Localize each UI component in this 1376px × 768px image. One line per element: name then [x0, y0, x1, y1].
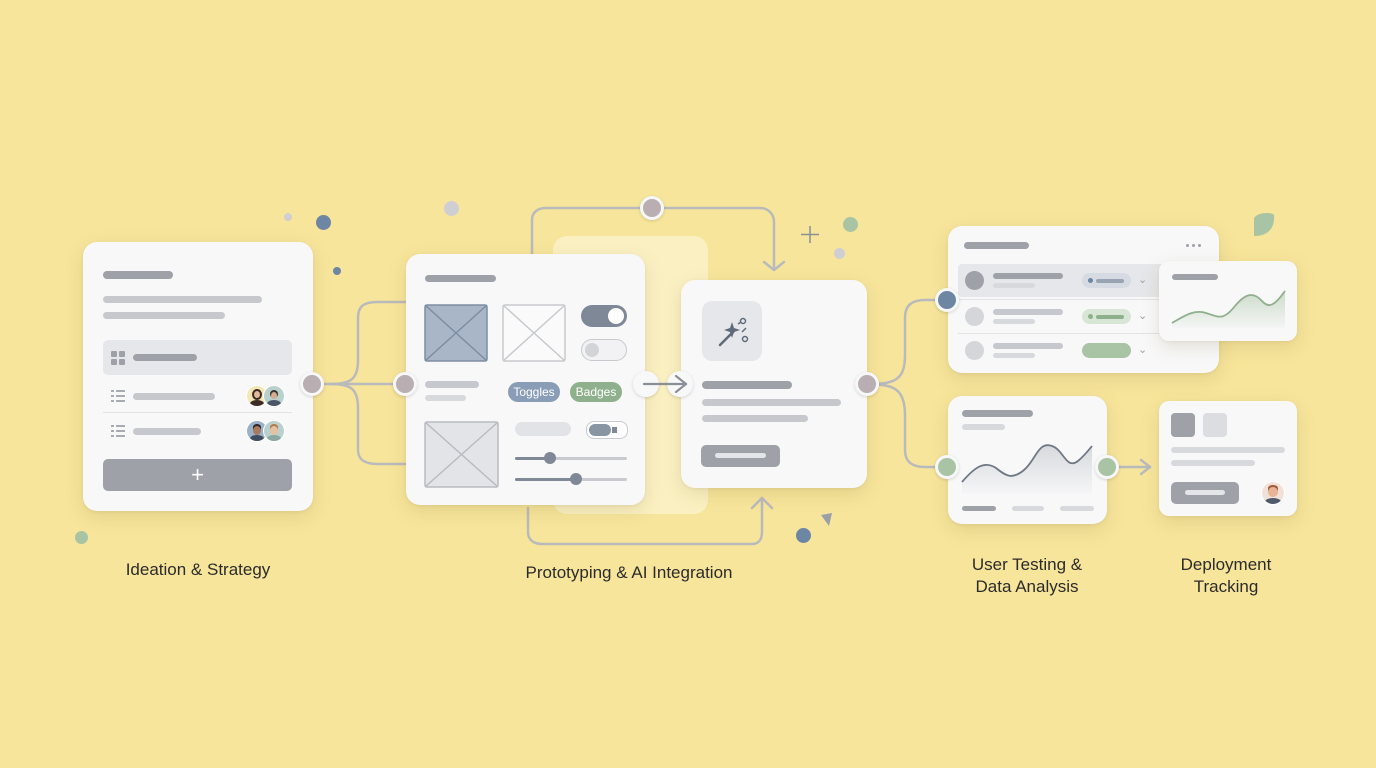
input-pill [515, 422, 571, 436]
ideation-card: + [83, 242, 313, 511]
add-button[interactable]: + [103, 459, 292, 491]
more-dots-icon[interactable] [1186, 244, 1202, 248]
magic-wand-icon [702, 301, 762, 361]
toggle-switch-small[interactable] [586, 421, 628, 439]
badges-badge[interactable]: Badges [570, 382, 622, 402]
card-title-bar [962, 410, 1033, 417]
chevron-down-icon[interactable]: ⌄ [1138, 310, 1148, 322]
connector-node[interactable] [300, 372, 324, 396]
card-title-bar [103, 271, 173, 279]
connector-node[interactable] [640, 196, 664, 220]
decor-dot [75, 531, 88, 544]
avatar [263, 385, 285, 407]
connector-node[interactable] [855, 372, 879, 396]
table-row[interactable]: ⌄ [958, 299, 1209, 333]
text-line [702, 399, 841, 406]
slider[interactable] [515, 451, 627, 465]
toggle-switch-on[interactable] [581, 305, 627, 327]
stage-label-prototyping: Prototyping & AI Integration [525, 563, 733, 582]
text-line [702, 415, 808, 422]
status-badge [1082, 309, 1131, 324]
analysis-chart-card [948, 396, 1107, 524]
list-icon [111, 425, 125, 437]
decor-dot [444, 201, 459, 216]
prototype-card: Toggles Badges [406, 254, 645, 505]
status-badge [1082, 343, 1131, 358]
axis-tick [1012, 506, 1044, 511]
text-line [103, 296, 262, 303]
slider[interactable] [515, 472, 627, 486]
action-button[interactable] [701, 445, 780, 467]
connector-node[interactable] [935, 288, 959, 312]
decor-dot [333, 267, 341, 275]
connector-node[interactable] [1095, 455, 1119, 479]
decor-dot [843, 217, 858, 232]
stage-label-testing: User Testing & Data Analysis [971, 555, 1083, 596]
avatar [263, 420, 285, 442]
card-title-bar [702, 381, 792, 389]
list-icon [111, 390, 125, 402]
avatar [246, 420, 268, 442]
text-line [103, 312, 225, 319]
axis-tick [962, 506, 996, 511]
decor-dot [834, 248, 845, 259]
connector-node[interactable] [393, 372, 417, 396]
table-row[interactable]: ⌄ [958, 333, 1209, 367]
chevron-down-icon[interactable]: ⌄ [1138, 274, 1148, 286]
text-line [425, 381, 479, 388]
chevron-down-icon[interactable]: ⌄ [1138, 344, 1148, 356]
text-line [962, 424, 1005, 430]
text-line [1171, 460, 1255, 466]
status-badge [1082, 273, 1131, 288]
text-line [425, 395, 466, 401]
deployment-card [1159, 401, 1297, 516]
deploy-button[interactable] [1171, 482, 1239, 504]
tile [1171, 413, 1195, 437]
card-title-bar [1172, 274, 1218, 280]
card-title-bar [964, 242, 1029, 249]
trend-sparkline [1171, 290, 1286, 328]
stage-label-ideation: Ideation & Strategy [125, 560, 271, 579]
image-placeholders [424, 304, 566, 488]
toggles-badge[interactable]: Toggles [508, 382, 560, 402]
list-row[interactable] [103, 414, 292, 447]
avatar [1261, 481, 1285, 505]
decor-dot [284, 213, 292, 221]
list-row-selected[interactable] [103, 340, 292, 375]
trend-chart-card [1159, 261, 1297, 341]
list-row[interactable] [103, 379, 292, 413]
tile [1203, 413, 1227, 437]
stage-label-deployment: Deployment Tracking [1180, 555, 1272, 596]
toggle-switch-off[interactable] [581, 339, 627, 361]
connector-node[interactable] [935, 455, 959, 479]
analysis-line-chart [961, 444, 1093, 494]
plus-icon: + [191, 462, 204, 487]
axis-tick [1060, 506, 1094, 511]
card-title-bar [425, 275, 496, 282]
text-line [1171, 447, 1285, 453]
ai-card [681, 280, 867, 488]
decor-dot [316, 215, 331, 230]
grid-icon [111, 351, 125, 365]
decor-dot [796, 528, 811, 543]
